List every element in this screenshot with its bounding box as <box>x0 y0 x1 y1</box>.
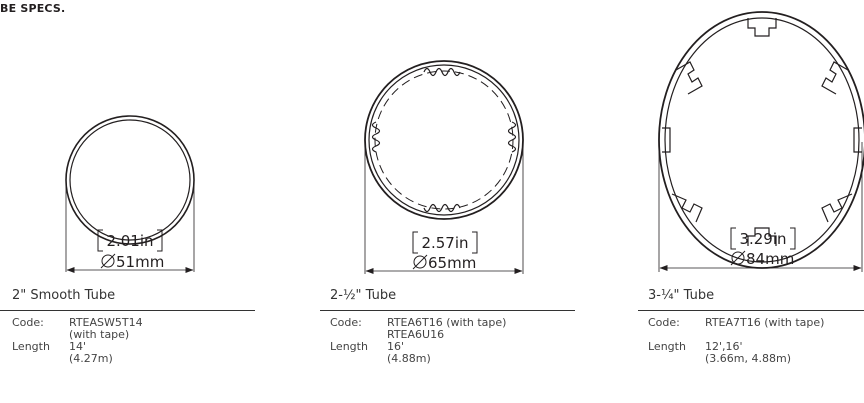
spec-code-line: RTEASW5T14 <box>69 316 143 329</box>
smooth-tube-inner-wall <box>69 119 191 241</box>
three-quarter-tube-dim-mm: 84mm <box>746 250 794 268</box>
two-half-tube-bracket-right <box>472 231 478 254</box>
three-quarter-tube-left-upper-t-slot <box>675 61 703 95</box>
three-quarter-tube-right-upper-t-slot <box>821 61 849 95</box>
spec-length-line: (4.27m) <box>69 352 113 365</box>
spec-code-line: RTEA6U16 <box>387 328 445 341</box>
spec-length-label: Length <box>12 340 50 353</box>
spec-length-value: 14' (4.27m) <box>69 341 113 365</box>
smooth-tube-dim-inches: 2.01in <box>106 232 153 250</box>
two-half-tube-right-wave-groove <box>507 121 517 153</box>
spec-length-line: 14' <box>69 340 87 353</box>
two-half-tube-outer-wall <box>364 60 524 220</box>
spec-length-line: (3.66m, 4.88m) <box>705 352 791 365</box>
spec-row-code: Code: RTEASW5T14 (with tape) <box>12 317 143 341</box>
two-half-tube-groove-ring <box>374 70 514 210</box>
three-quarter-tube-bracket-left <box>730 227 736 250</box>
smooth-tube-outer-wall <box>65 115 195 245</box>
spec-code-line: RTEA6T16 (with tape) <box>387 316 507 329</box>
spec-length-value: 12',16' (3.66m, 4.88m) <box>705 341 791 365</box>
smooth-tube-dim-mm: 51mm <box>116 253 164 271</box>
smooth-tube-specs: Code: RTEASW5T14 (with tape) Length 14' … <box>12 317 143 365</box>
diameter-icon <box>100 253 116 269</box>
three-quarter-tube-diagram: 3.29in 84mm <box>658 11 864 272</box>
three-quarter-tube-divider <box>638 310 864 311</box>
two-half-tube-dim-inches: 2.57in <box>421 234 468 252</box>
spec-code-label: Code: <box>648 317 680 329</box>
page-title: BE SPECS. <box>0 2 66 15</box>
spec-length-line: 16' <box>387 340 405 353</box>
spec-row-code: Code: RTEA6T16 (with tape) RTEA6U16 <box>330 317 506 341</box>
two-half-tube-top-wave-groove <box>423 67 461 77</box>
spec-code-value: RTEA6T16 (with tape) RTEA6U16 <box>387 317 506 341</box>
three-quarter-tube-inner-wall <box>664 17 860 263</box>
three-quarter-tube-top-slot <box>747 18 777 37</box>
three-quarter-tube-specs: Code: RTEA7T16 (with tape) Length 12',16… <box>648 317 864 365</box>
two-half-tube-divider <box>320 310 575 311</box>
spec-length-label: Length <box>648 340 686 353</box>
spec-code-value: RTEASW5T14 (with tape) <box>69 317 143 341</box>
spec-code-value: RTEA7T16 (with tape) <box>705 317 824 329</box>
spec-code-label: Code: <box>330 316 362 329</box>
three-quarter-tube-left-lower-t-slot <box>671 193 703 223</box>
two-half-tube-dim-mm: 65mm <box>428 254 476 272</box>
three-quarter-tube-left-notch <box>662 127 671 153</box>
spec-code-line: (with tape) <box>69 328 130 341</box>
smooth-tube-divider <box>0 310 255 311</box>
spec-row-code: Code: RTEA7T16 (with tape) <box>648 317 864 329</box>
diameter-icon <box>412 254 428 270</box>
smooth-tube-name: 2" Smooth Tube <box>12 288 116 303</box>
two-half-tube-bracket-left <box>412 231 418 254</box>
spec-code-line: RTEA7T16 (with tape) <box>705 317 825 329</box>
diameter-icon <box>730 250 746 266</box>
smooth-tube-bracket-right <box>157 229 163 252</box>
three-quarter-tube-bottom-t-slot <box>747 227 777 246</box>
three-quarter-tube-bracket-right <box>790 227 796 250</box>
two-half-tube-name: 2-½" Tube <box>330 288 397 303</box>
spec-length-line: 12',16' <box>705 340 743 353</box>
three-quarter-tube-name: 3-¼" Tube <box>648 288 715 303</box>
spec-length-label: Length <box>330 340 368 353</box>
three-quarter-tube-right-notch <box>853 127 862 153</box>
two-half-tube-inner-wall <box>368 64 520 216</box>
two-half-tube-specs: Code: RTEA6T16 (with tape) RTEA6U16 Leng… <box>330 317 506 365</box>
spec-row-length: Length 12',16' (3.66m, 4.88m) <box>648 341 864 365</box>
two-half-tube-left-wave-groove <box>371 121 381 153</box>
smooth-tube-bracket-left <box>97 229 103 252</box>
spec-length-line: (4.88m) <box>387 352 431 365</box>
two-half-tube-diagram: 2.57in 65mm <box>364 60 524 274</box>
smooth-tube-diagram: 2.01in 51mm <box>65 115 195 273</box>
three-quarter-tube-right-lower-t-slot <box>821 193 853 223</box>
spec-code-label: Code: <box>12 316 44 329</box>
spec-row-length: Length 14' (4.27m) <box>12 341 143 365</box>
three-quarter-tube-dim-inches: 3.29in <box>739 230 786 248</box>
spec-row-length: Length 16' (4.88m) <box>330 341 506 365</box>
spec-length-value: 16' (4.88m) <box>387 341 431 365</box>
two-half-tube-bottom-wave-groove <box>423 203 461 213</box>
